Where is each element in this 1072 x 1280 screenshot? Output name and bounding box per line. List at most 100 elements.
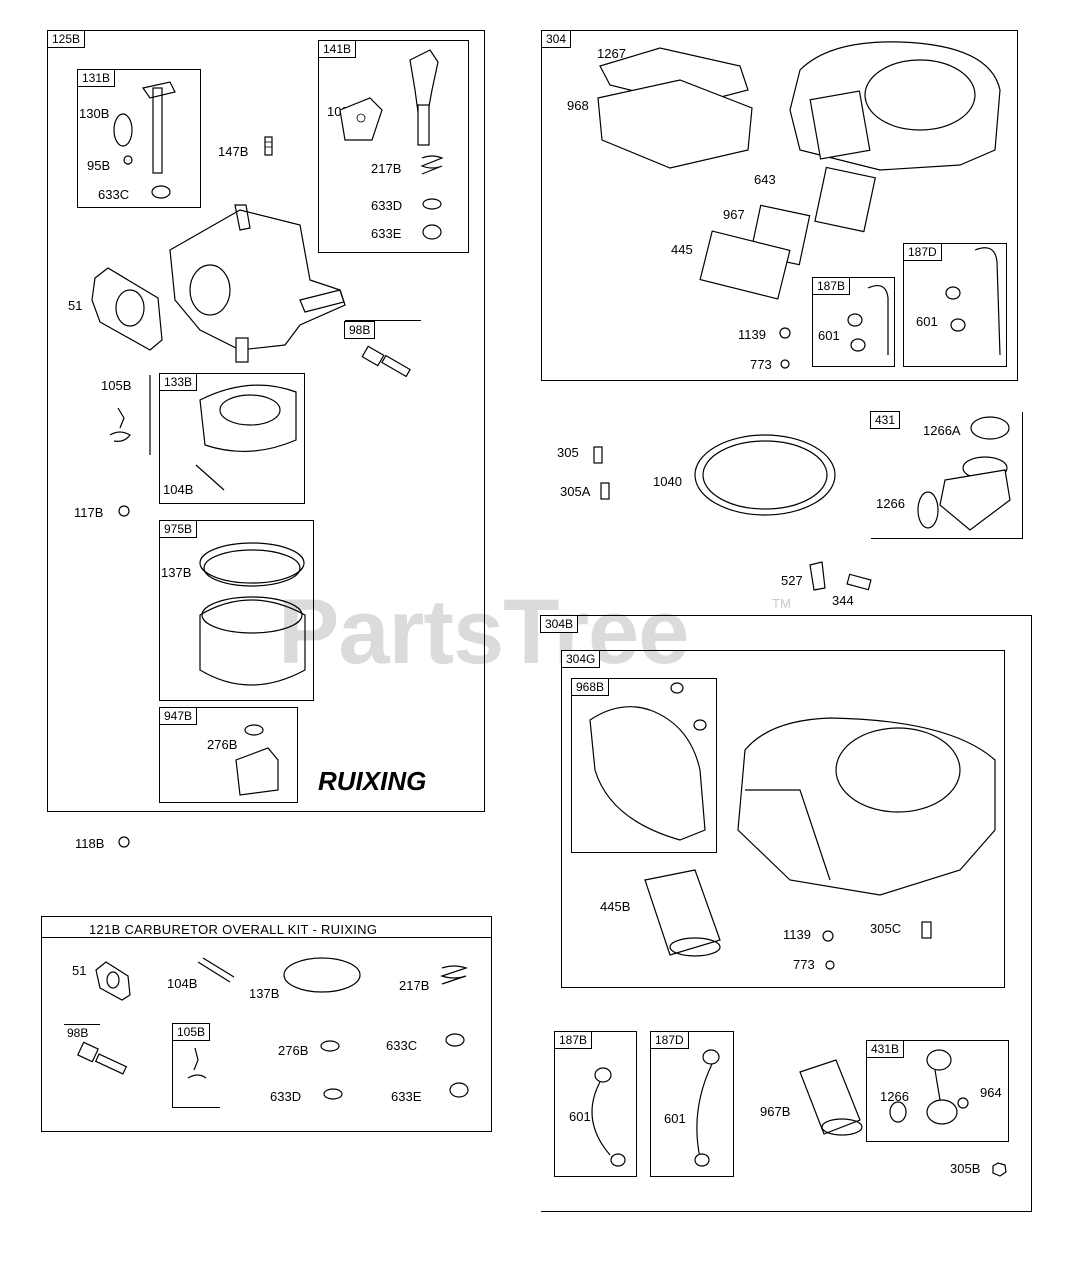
- tag-975B: 975B: [159, 520, 198, 538]
- label-527: 527: [781, 573, 803, 588]
- filter-975B-icon: [199, 542, 306, 686]
- blower-housing-304G-icon: [737, 717, 996, 896]
- bracket-527-icon: [809, 561, 826, 591]
- label-1266A: 1266A: [923, 423, 961, 438]
- fuel-line-187B-bottom-icon: [591, 1067, 626, 1167]
- trademark-mark: TM: [772, 596, 791, 611]
- tag-133B: 133B: [159, 373, 198, 391]
- screw-305-icon: [593, 446, 603, 464]
- kit-label-104B: 104B: [167, 976, 198, 991]
- filter-445B-icon: [644, 869, 721, 957]
- tag-141B: 141B: [318, 40, 357, 58]
- kit-title: 121B CARBURETOR OVERALL KIT - RUIXING: [89, 922, 378, 937]
- kit-label-51: 51: [72, 963, 87, 978]
- label-147B: 147B: [218, 144, 249, 159]
- label-305A: 305A: [560, 484, 591, 499]
- label-130B: 130B: [79, 106, 110, 121]
- screw-344-icon: [846, 573, 872, 591]
- label-445: 445: [671, 242, 693, 257]
- label-1139-b: 1139: [783, 927, 811, 942]
- label-137B: 137B: [161, 565, 192, 580]
- pump-947B-icon: [235, 724, 279, 796]
- needle-98B-icon: [361, 345, 411, 378]
- label-964: 964: [980, 1085, 1002, 1100]
- kit-label-633D: 633D: [270, 1089, 302, 1104]
- group-131B: 131B: [77, 69, 201, 208]
- screw-117B-icon: [118, 505, 130, 517]
- kit-121B: 121B CARBURETOR OVERALL KIT - RUIXING: [41, 916, 492, 1132]
- label-305C: 305C: [870, 921, 902, 936]
- label-773: 773: [750, 357, 772, 372]
- screw-305A-icon: [600, 482, 610, 500]
- tag-304: 304: [541, 30, 572, 48]
- kit-group-105B: 105B: [172, 1023, 220, 1108]
- fuel-line-187B-icon: [847, 285, 889, 355]
- label-633D: 633D: [371, 198, 403, 213]
- label-967B: 967B: [760, 1104, 791, 1119]
- blower-housing-304-icon: [789, 41, 1001, 171]
- screw-118B-icon: [118, 836, 130, 848]
- tag-98B: 98B: [344, 321, 376, 339]
- group-947B: 947B: [159, 707, 298, 803]
- screw-305B-icon: [992, 1162, 1007, 1177]
- label-601-d: 601: [664, 1111, 686, 1126]
- label-633E: 633E: [371, 226, 402, 241]
- group-133B: 133B: [159, 373, 305, 504]
- intake-431B-icon: [889, 1049, 969, 1125]
- tag-431B: 431B: [866, 1040, 905, 1058]
- filter-967B-icon: [799, 1059, 863, 1136]
- kit-tag-98B: 98B: [63, 1025, 93, 1041]
- screw-1139b-icon: [822, 930, 834, 942]
- label-344: 344: [832, 593, 854, 608]
- group-304: 304: [541, 30, 1018, 381]
- kit-label-137B: 137B: [249, 986, 280, 1001]
- label-633C: 633C: [98, 187, 130, 202]
- gasket-51-icon: [91, 267, 163, 351]
- kit-group-98B: 98B: [63, 1024, 100, 1041]
- filter-element-icon: [699, 166, 876, 300]
- label-51: 51: [68, 298, 83, 313]
- clip-773-icon: [780, 359, 790, 369]
- tag-187B-top: 187B: [812, 277, 851, 295]
- tag-187D-bottom: 187D: [650, 1031, 689, 1049]
- group-968B: 968B: [571, 678, 717, 853]
- tag-187D-top: 187D: [903, 243, 942, 261]
- screw-147B-icon: [264, 136, 273, 156]
- cover-968B-icon: [589, 682, 707, 841]
- group-98B: 98B: [344, 320, 421, 339]
- group-187B-bottom: 187B: [554, 1031, 637, 1177]
- tag-131B: 131B: [77, 69, 116, 87]
- carburetor-body-icon: [169, 204, 346, 363]
- float-133B-icon: [195, 384, 297, 491]
- label-643: 643: [754, 172, 776, 187]
- label-1040: 1040: [653, 474, 682, 489]
- fuel-line-187D-bottom-icon: [694, 1049, 720, 1167]
- label-1139: 1139: [738, 327, 766, 342]
- label-305B: 305B: [950, 1161, 981, 1176]
- label-773-b: 773: [793, 957, 815, 972]
- label-601-c: 601: [569, 1109, 591, 1124]
- kit-title-divider: [42, 937, 491, 938]
- fuel-line-187D-icon: [945, 247, 1001, 356]
- label-968: 968: [567, 98, 589, 113]
- seal-ring-1040-icon: [694, 434, 836, 516]
- label-445B: 445B: [600, 899, 631, 914]
- label-217B: 217B: [371, 161, 402, 176]
- kit-tag-105B: 105B: [172, 1023, 211, 1041]
- air-cleaner-cover-icon: [597, 47, 753, 169]
- label-105B: 105B: [101, 378, 132, 393]
- tag-304B: 304B: [540, 615, 579, 633]
- kit-parts-icons: [76, 957, 469, 1100]
- tag-187B-bottom: 187B: [554, 1031, 593, 1049]
- label-601-187D: 601: [916, 314, 938, 329]
- label-1266: 1266: [876, 496, 905, 511]
- tag-431: 431: [870, 411, 901, 429]
- screw-1139-icon: [779, 327, 791, 339]
- label-1266-b: 1266: [880, 1089, 909, 1104]
- partstree-watermark: PartsTree: [278, 581, 689, 683]
- throttle-shaft-icon: [113, 81, 176, 199]
- choke-lever-icon: [339, 49, 444, 240]
- kit-label-633E: 633E: [391, 1089, 422, 1104]
- label-601-187B: 601: [818, 328, 840, 343]
